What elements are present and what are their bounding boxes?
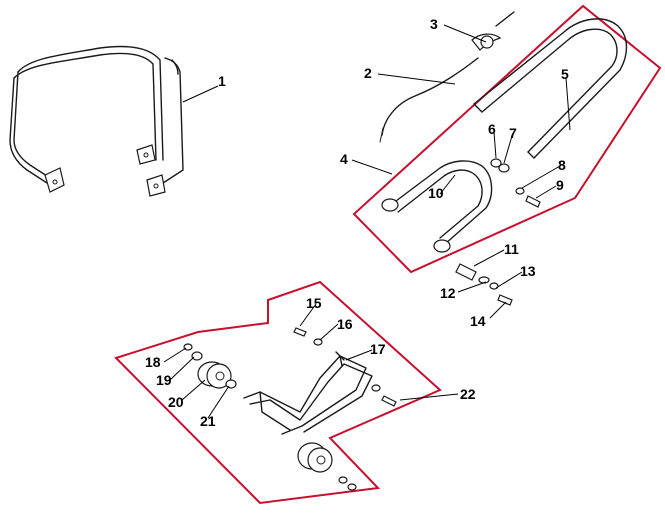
pivot-hardware	[455, 263, 513, 306]
callout-6: 6	[488, 121, 496, 137]
callout-12: 12	[440, 285, 456, 301]
callout-5: 5	[561, 66, 569, 82]
control-cable	[381, 57, 479, 136]
callout-17: 17	[370, 341, 386, 357]
base-assembly-outline	[114, 280, 442, 505]
callout-22: 22	[460, 386, 476, 402]
leader-lines	[163, 24, 571, 419]
callout-16: 16	[337, 316, 353, 332]
callout-20: 20	[168, 394, 184, 410]
base-hardware	[183, 327, 397, 491]
callout-3: 3	[430, 16, 438, 32]
callout-8: 8	[558, 157, 566, 173]
callout-2: 2	[364, 65, 372, 81]
callout-labels: 1 2 3 4 5 6 7 8 9 10 11 12 13 14 15 16 1…	[145, 16, 569, 429]
cable-clamp	[471, 11, 515, 51]
base-frame	[243, 351, 373, 435]
callout-15: 15	[306, 295, 322, 311]
callout-21: 21	[200, 413, 216, 429]
u-handle	[381, 160, 493, 253]
handle-bar	[473, 18, 628, 159]
callout-9: 9	[556, 177, 564, 193]
handle-assembly-outline	[352, 4, 662, 274]
callout-7: 7	[509, 125, 517, 141]
callout-14: 14	[470, 313, 486, 329]
callout-19: 19	[156, 372, 172, 388]
callout-10: 10	[428, 185, 444, 201]
callout-11: 11	[504, 241, 519, 257]
callout-18: 18	[145, 354, 161, 370]
callout-4: 4	[340, 151, 348, 167]
wheel-lower	[297, 442, 333, 473]
callout-1: 1	[218, 73, 226, 89]
callout-13: 13	[520, 263, 536, 279]
front-guard-bar	[9, 45, 184, 197]
handle-hardware	[490, 158, 541, 208]
